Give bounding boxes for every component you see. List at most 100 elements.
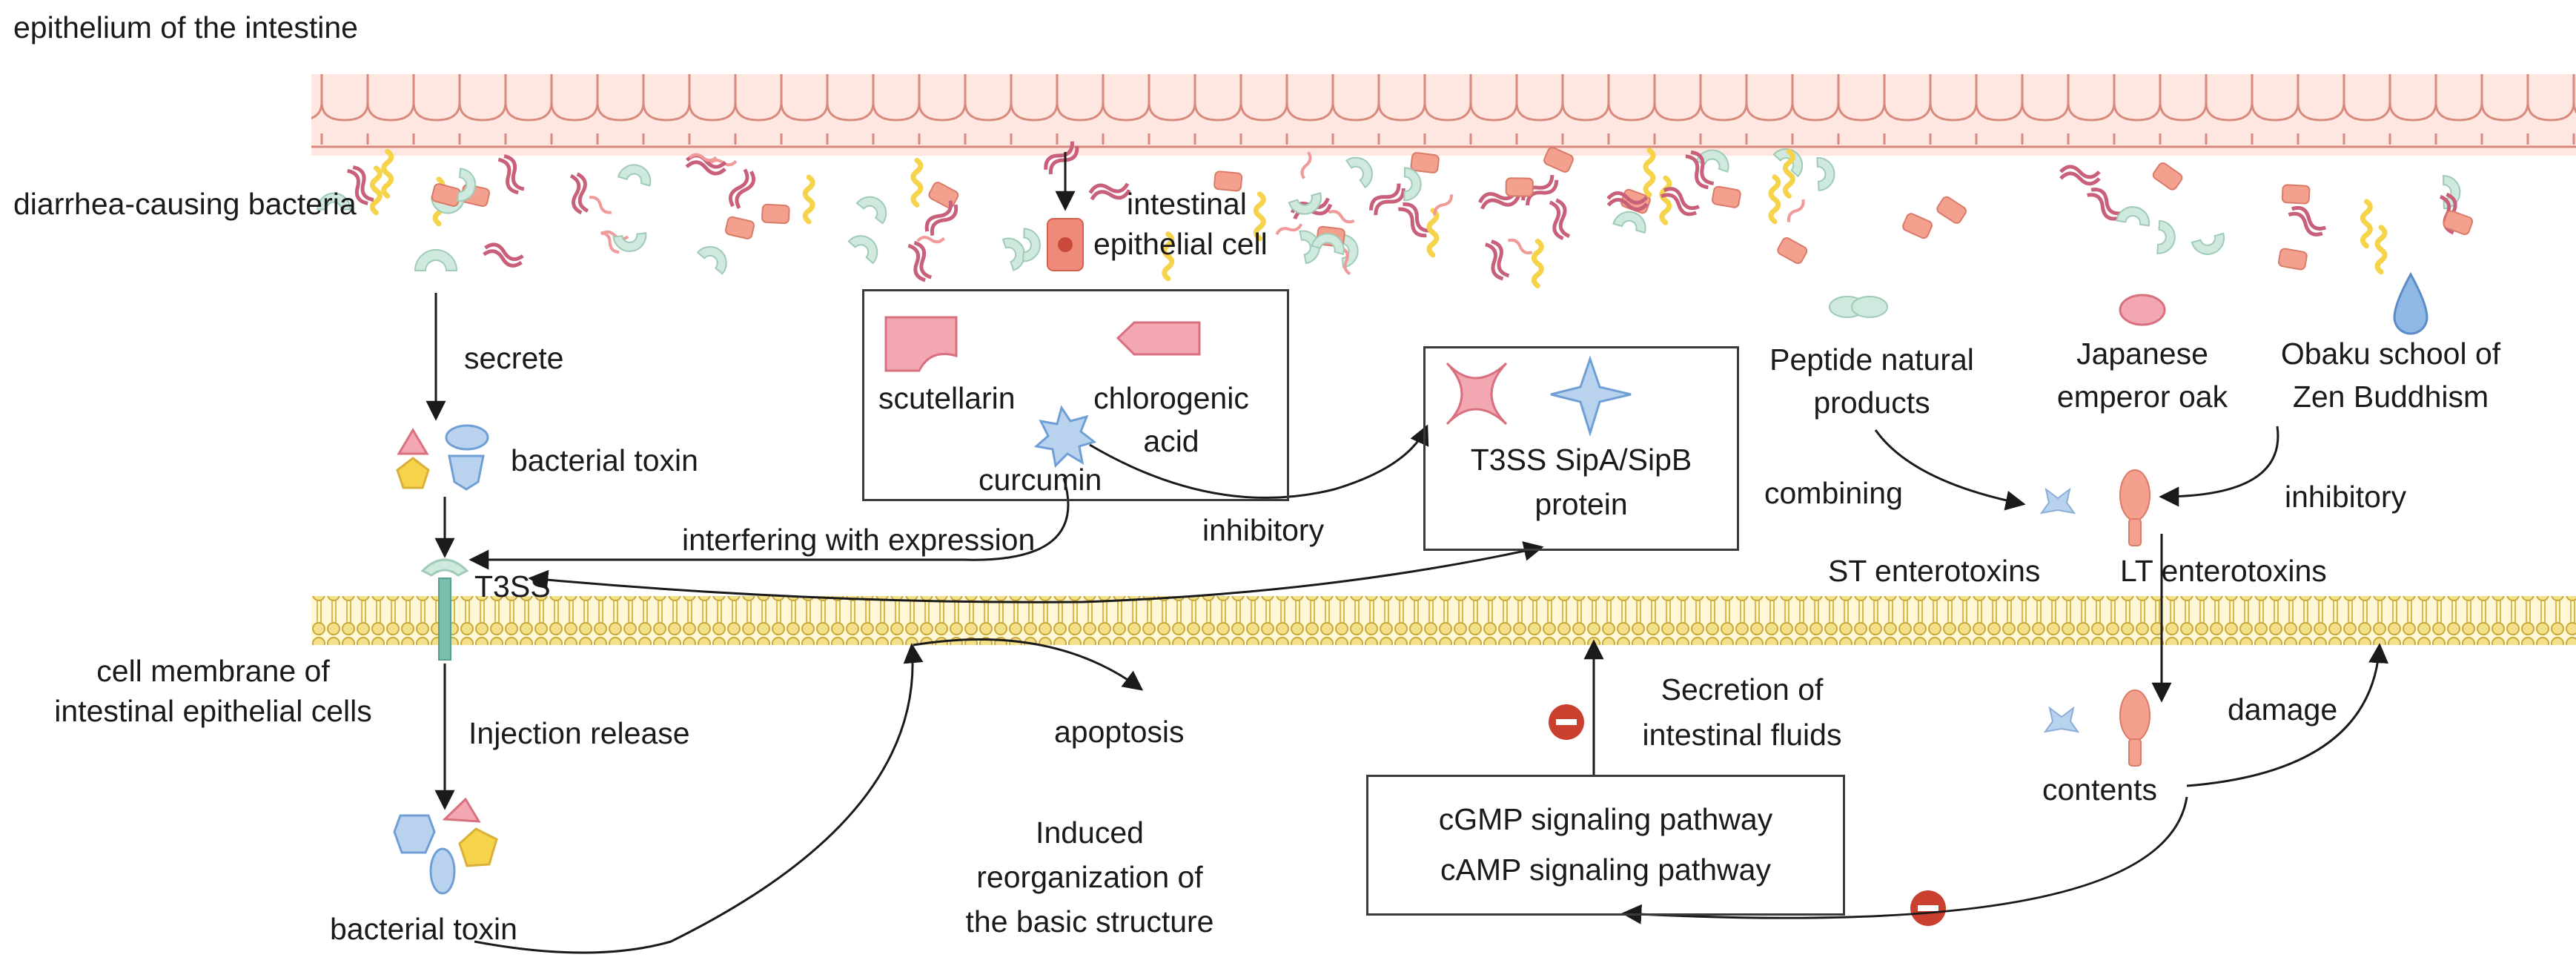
injection-release-label: Injection release [468, 716, 690, 750]
arrow-t3ss-sip [528, 541, 1544, 603]
cgmp-label: cGMP signaling pathway [1438, 802, 1773, 836]
bacteria-flagella-icon [1328, 210, 1355, 224]
bacteria-flagella-icon [1341, 247, 1351, 276]
bacteria-helix-icon [907, 240, 933, 282]
bacteria-rod-icon [1213, 171, 1243, 192]
bacteria-helix-icon [1088, 182, 1131, 201]
bacterial-toxin-top-label: bacterial toxin [511, 443, 698, 477]
bacteria-helix-icon [497, 154, 525, 195]
bacteria-crescent-icon [457, 168, 477, 202]
bacteria-helix-icon [1685, 150, 1715, 190]
cell-membrane-label-1: cell membrane of [96, 654, 330, 688]
bacteria-crescent-icon [2443, 175, 2461, 210]
bacteria-helix-icon [685, 153, 727, 176]
bacteria-spiral-icon [1768, 174, 1781, 225]
bacteria-helix-icon [569, 172, 589, 215]
bacteria-spiral-icon [381, 148, 394, 199]
t3ss-label: T3SS [474, 569, 551, 603]
minus-icon [1910, 890, 1946, 926]
secrete-label: secrete [464, 341, 564, 375]
arrow-obaku-inhibitory [2159, 426, 2279, 507]
bacteria-helix-icon [1044, 141, 1079, 175]
bacteria-spiral-icon [369, 165, 383, 216]
bacteria-helix-icon [1660, 187, 1700, 216]
peptide-label-1: Peptide natural [1769, 343, 1974, 377]
bacteria-rod-icon [1902, 213, 1933, 239]
bacteria-flagella-icon [600, 231, 620, 254]
epithelial-cell-icon [1047, 218, 1084, 271]
st-enterotoxin-contents-icon [2043, 706, 2080, 733]
bacteria-spiral-icon [2374, 225, 2388, 275]
sip-label-2: protein [1534, 487, 1628, 521]
bacteria-spiral-icon [1426, 208, 1440, 258]
bacteria-rod-icon [2443, 210, 2474, 236]
bacteria-rod-icon [2152, 162, 2183, 191]
bacteria-crescent-icon [1403, 167, 1422, 202]
bacteria-spiral-icon [1162, 231, 1175, 282]
drop-icon [2393, 271, 2428, 335]
bacteria-spiral-icon [802, 174, 815, 225]
bacterium-icon [414, 249, 458, 271]
arrow-apoptosis [913, 638, 1144, 691]
bacteria-crescent-icon [317, 192, 351, 211]
epithelial-cell-label-1: intestinal [1127, 187, 1247, 221]
st-enterotoxin-icon [2039, 487, 2076, 515]
chlorogenic-shape [1116, 321, 1201, 356]
sipb-star [1550, 355, 1632, 437]
bacteria-crescent-icon [1311, 233, 1345, 256]
scutellarin-shape [884, 316, 958, 372]
bacteria-helix-icon [1485, 239, 1510, 281]
lt-enterotoxins-label: LT enterotoxins [2120, 554, 2327, 588]
sip-label-1: T3SS SipA/SipB [1470, 443, 1692, 477]
bacteria-crescent-icon [1345, 156, 1373, 189]
bacteria-crescent-icon [696, 245, 727, 275]
bacteria-flagella-icon [1507, 238, 1533, 255]
bacteria-label: diarrhea-causing bacteria [13, 187, 357, 221]
bacteria-crescent-icon [1816, 156, 1835, 191]
epithelium-band [311, 74, 2576, 156]
bacteria-flagella-icon [1275, 223, 1303, 236]
bacteria-flagella-icon [1787, 199, 1805, 222]
induced-label-2: reorganization of [976, 860, 1203, 894]
bacteria-flagella-icon [1433, 194, 1453, 216]
bacteria-cluster [317, 141, 2474, 289]
arrow-toxin-to-membrane [474, 643, 924, 954]
apoptosis-label: apoptosis [1054, 715, 1185, 749]
peptide-icon [1829, 296, 1888, 318]
bacteria-crescent-icon [1288, 192, 1322, 215]
peptide-label-2: products [1813, 386, 1930, 420]
combining-label: combining [1764, 476, 1903, 510]
bacteria-helix-icon [728, 168, 756, 210]
contents-label: contents [2042, 773, 2157, 807]
bacteria-crescent-icon [612, 232, 647, 252]
arrow-peptide-combining [1874, 429, 2026, 511]
bacteria-spiral-icon [910, 157, 924, 208]
bacteria-helix-icon [924, 200, 958, 236]
inhibitory-mid-label: inhibitory [1202, 513, 1325, 547]
arrows [426, 152, 2389, 954]
sip-protein-box [1423, 346, 1739, 551]
arrow-contents-to-pathway [1621, 796, 2188, 924]
arrow-damage [2186, 643, 2389, 787]
bacteria-flagella-icon [688, 153, 718, 162]
obaku-label-1: Obaku school of [2280, 337, 2501, 371]
japanese-label-2: emperor oak [2056, 380, 2228, 414]
obaku-label-2: Zen Buddhism [2292, 380, 2489, 414]
oak-icon [2119, 294, 2166, 326]
camp-label: cAMP signaling pathway [1440, 853, 1771, 887]
bacteria-spiral-icon [1782, 148, 1795, 199]
bacteria-crescent-icon [847, 235, 878, 265]
bacteria-rod-icon [1410, 152, 1440, 173]
signaling-pathway-box [1366, 775, 1845, 916]
bacteria-crescent-icon [1022, 228, 1041, 262]
arrow-curcumin-to-sip [1089, 424, 1429, 499]
sipa-star [1446, 362, 1508, 426]
chlorogenic-label-1: chlorogenic [1093, 381, 1249, 415]
bacteria-crescent-icon [1695, 149, 1729, 173]
bacteria-rod-icon [1711, 185, 1741, 208]
bacteria-helix-icon [2288, 205, 2327, 236]
bacteria-crescent-icon [2191, 232, 2225, 255]
induced-label-1: Induced [1036, 816, 1144, 850]
toxin-shapes-icon [396, 424, 489, 491]
bacteria-flagella-icon [916, 236, 946, 244]
